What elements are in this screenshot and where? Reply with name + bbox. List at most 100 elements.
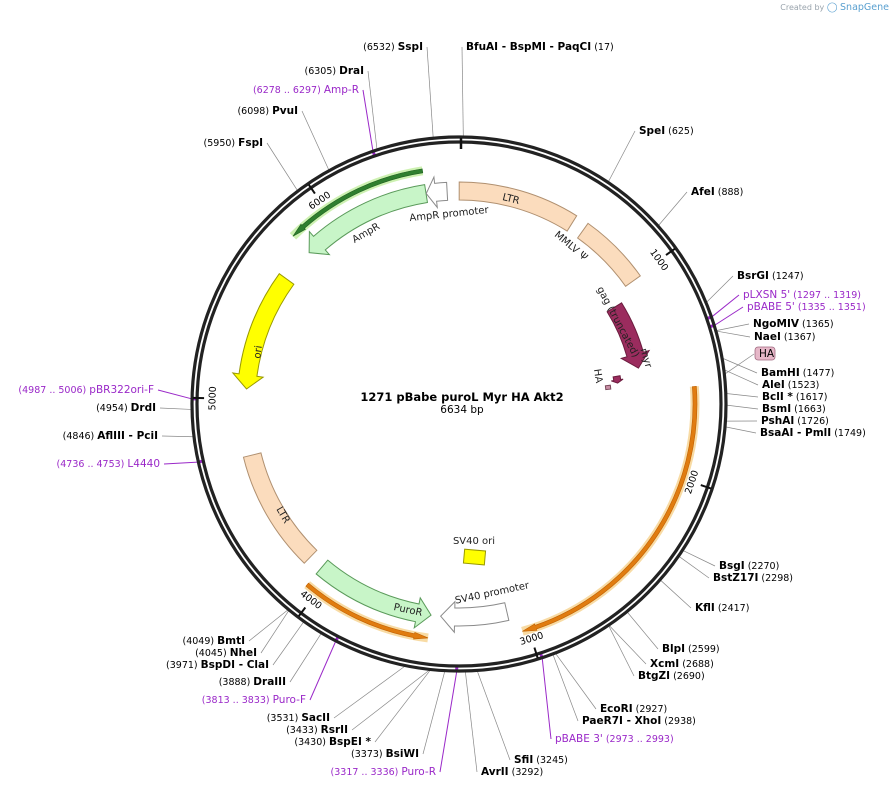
- enzyme-label[interactable]: (4846) AflIII - PciI: [63, 430, 158, 442]
- feature-track-ampr-green[interactable]: [292, 168, 424, 237]
- site-position: (3971): [166, 660, 201, 671]
- tick-label: 5000: [207, 386, 219, 410]
- enzyme-label[interactable]: AvrII (3292): [481, 766, 543, 778]
- enzyme-label[interactable]: NaeI (1367): [754, 331, 816, 343]
- tick-mark: [307, 183, 316, 195]
- site-name: EcoRI: [600, 703, 633, 715]
- primer-label[interactable]: (4736 .. 4753) L4440: [57, 458, 160, 470]
- site-position: (625): [665, 126, 694, 137]
- feature-myr[interactable]: [611, 375, 624, 384]
- enzyme-label[interactable]: NgoMIV (1365): [753, 318, 834, 330]
- site-position: (5950): [204, 138, 239, 149]
- site-name: BfuAI - BspMI - PaqCI: [466, 41, 591, 53]
- enzyme-label[interactable]: BsmI (1663): [762, 403, 826, 415]
- feature-track-puror-orange[interactable]: [305, 582, 429, 640]
- site-name: DraIII: [253, 676, 286, 688]
- feature-ha[interactable]: [604, 384, 612, 391]
- enzyme-label[interactable]: (4049) BmtI: [183, 635, 245, 647]
- feature-ltr[interactable]: [242, 452, 318, 564]
- primer-label[interactable]: (6278 .. 6297) Amp-R: [253, 84, 359, 96]
- tag-label[interactable]: HA: [759, 348, 775, 360]
- enzyme-label[interactable]: SfiI (3245): [514, 754, 568, 766]
- enzyme-label[interactable]: PaeR7I - XhoI (2938): [582, 715, 696, 727]
- watermark-brand: SnapGene: [840, 2, 889, 13]
- enzyme-label[interactable]: SpeI (625): [639, 125, 694, 137]
- primer-site-mark: [335, 636, 340, 641]
- site-name: BlpI: [662, 643, 685, 655]
- leader-line: [159, 407, 192, 410]
- leader-line: [163, 461, 198, 465]
- primer-label[interactable]: (4987 .. 5006) pBR322ori-F: [18, 384, 154, 396]
- leader-line: [607, 130, 636, 183]
- site-position: (6098): [237, 106, 272, 117]
- enzyme-label[interactable]: AfeI (888): [691, 186, 743, 198]
- site-name: AvrII: [481, 766, 509, 778]
- enzyme-label[interactable]: XcmI (2688): [650, 658, 714, 670]
- primer-label[interactable]: pBABE 5' (1335 .. 1351): [747, 301, 866, 313]
- leader-line: [658, 191, 688, 226]
- site-position: (6532): [363, 42, 398, 53]
- site-position: (2599): [685, 644, 720, 655]
- enzyme-label[interactable]: BclI * (1617): [762, 391, 828, 403]
- site-position: (3813 .. 3833): [202, 695, 273, 706]
- leader-line: [726, 393, 759, 398]
- site-position: (3531): [267, 713, 302, 724]
- primer-label[interactable]: pBABE 3' (2973 .. 2993): [555, 733, 674, 745]
- enzyme-label[interactable]: (3430) BspEI *: [294, 736, 371, 748]
- feature-gag-truncated[interactable]: [606, 302, 651, 369]
- enzyme-label[interactable]: BamHI (1477): [761, 367, 834, 379]
- enzyme-label[interactable]: PshAI (1726): [761, 415, 829, 427]
- site-name: SfiI: [514, 754, 533, 766]
- feature-puror[interactable]: [315, 559, 432, 630]
- feature-mmlv[interactable]: [576, 222, 642, 287]
- site-position: (1749): [831, 428, 866, 439]
- enzyme-label[interactable]: (6098) PvuI: [237, 105, 298, 117]
- leader-line: [706, 275, 734, 303]
- enzyme-label[interactable]: (5950) FspI: [204, 137, 263, 149]
- enzyme-label[interactable]: BlpI (2599): [662, 643, 720, 655]
- enzyme-label[interactable]: BsgI (2270): [719, 560, 779, 572]
- site-position: (2417): [715, 603, 750, 614]
- enzyme-label[interactable]: BsaAI - PmlI (1749): [760, 427, 866, 439]
- site-name: BtgZI: [638, 670, 670, 682]
- primer-label[interactable]: pLXSN 5' (1297 .. 1319): [743, 289, 861, 301]
- enzyme-label[interactable]: (3373) BsiWI: [351, 748, 419, 760]
- feature-ampr[interactable]: [308, 184, 429, 256]
- enzyme-label[interactable]: AleI (1523): [762, 379, 819, 391]
- leader-line: [374, 669, 431, 743]
- site-name: pBABE 5': [747, 301, 795, 313]
- feature-ltr[interactable]: [458, 181, 578, 232]
- primer-label[interactable]: (3813 .. 3833) Puro-F: [202, 694, 306, 706]
- feature-ampr-promoter[interactable]: [425, 175, 449, 210]
- site-name: BsaAI - PmlI: [760, 427, 831, 439]
- enzyme-label[interactable]: (4954) DrdI: [96, 402, 156, 414]
- feature-sv40-promoter[interactable]: [439, 600, 510, 634]
- site-position: (2688): [679, 659, 714, 670]
- site-position: (1477): [800, 368, 835, 379]
- enzyme-label[interactable]: BtgZI (2690): [638, 670, 705, 682]
- enzyme-label[interactable]: (3531) SacII: [267, 712, 330, 724]
- enzyme-label[interactable]: (3971) BspDI - ClaI: [166, 659, 269, 671]
- enzyme-label[interactable]: (6305) DraI: [305, 65, 365, 77]
- feature-track-akt2[interactable]: [522, 385, 698, 632]
- feature-sv40-ori[interactable]: [462, 548, 487, 566]
- feature-ori[interactable]: [231, 272, 295, 390]
- primer-label[interactable]: (3317 .. 3336) Puro-R: [331, 766, 436, 778]
- site-name: NheI: [230, 647, 257, 659]
- enzyme-label[interactable]: (4045) NheI: [195, 647, 257, 659]
- leader-line: [309, 641, 337, 701]
- enzyme-label[interactable]: EcoRI (2927): [600, 703, 667, 715]
- site-position: (3888): [219, 677, 254, 688]
- enzyme-label[interactable]: BfuAI - BspMI - PaqCI (17): [466, 41, 614, 53]
- site-name: BspDI - ClaI: [201, 659, 269, 671]
- enzyme-label[interactable]: (3433) RsrII: [286, 724, 348, 736]
- site-name: DraI: [339, 65, 364, 77]
- enzyme-label[interactable]: BstZ17I (2298): [713, 572, 793, 584]
- enzyme-label[interactable]: (6532) SspI: [363, 41, 423, 53]
- site-name: BsrGI: [737, 270, 769, 282]
- site-name: L4440: [127, 458, 160, 470]
- enzyme-label[interactable]: (3888) DraIII: [219, 676, 286, 688]
- leader-line: [541, 658, 552, 740]
- enzyme-label[interactable]: BsrGI (1247): [737, 270, 804, 282]
- enzyme-label[interactable]: KflI (2417): [695, 602, 749, 614]
